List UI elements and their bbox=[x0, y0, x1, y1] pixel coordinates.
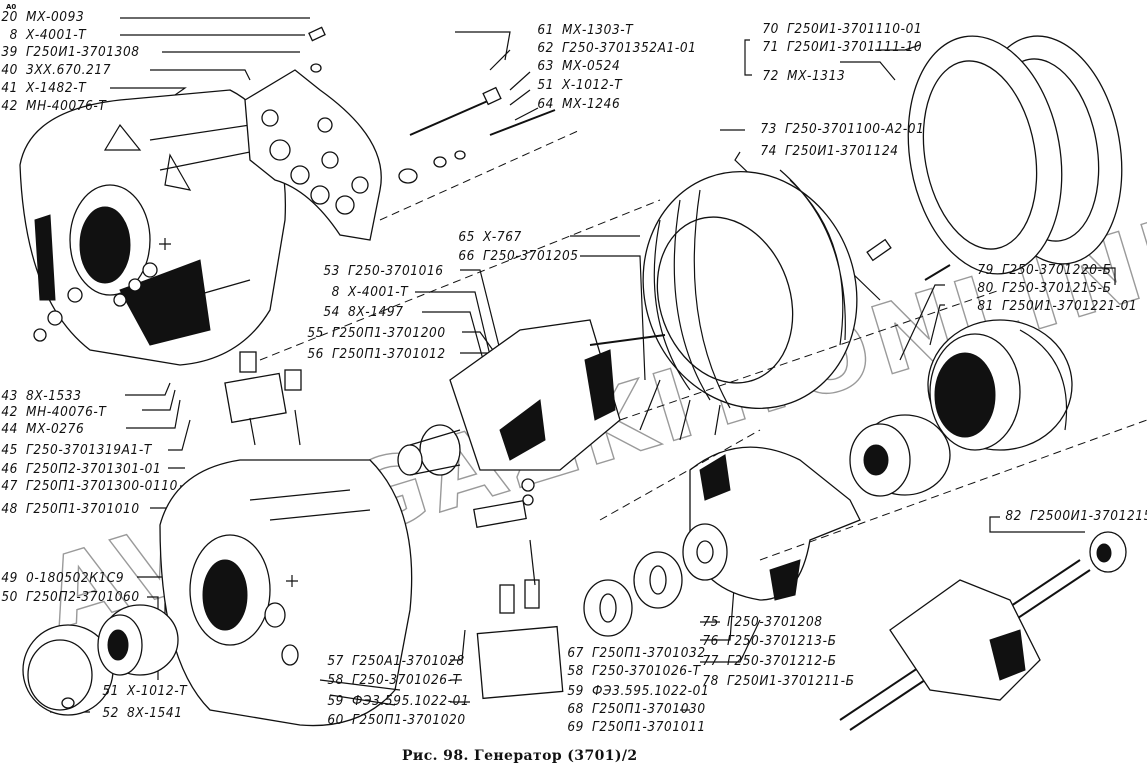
bearing-cover bbox=[22, 604, 179, 716]
figure-caption: Рис. 98. Генератор (3701)/2 bbox=[402, 748, 638, 764]
rotor-shaft bbox=[839, 531, 1127, 731]
rear-housing-top bbox=[19, 89, 287, 366]
stator bbox=[639, 169, 892, 441]
bolts-top bbox=[398, 86, 556, 184]
rectifier-plate bbox=[244, 26, 382, 241]
slip-rings bbox=[583, 551, 683, 637]
front-housing bbox=[159, 459, 413, 727]
terminal-block bbox=[224, 351, 302, 446]
spacer-bushing bbox=[849, 414, 951, 497]
axis-lines bbox=[259, 129, 1147, 561]
brush-holder bbox=[473, 478, 564, 700]
stator-laminations bbox=[907, 35, 1123, 281]
rotor-claws bbox=[682, 446, 861, 601]
pulley bbox=[927, 319, 1073, 451]
corner-mark: A0 bbox=[6, 3, 17, 11]
